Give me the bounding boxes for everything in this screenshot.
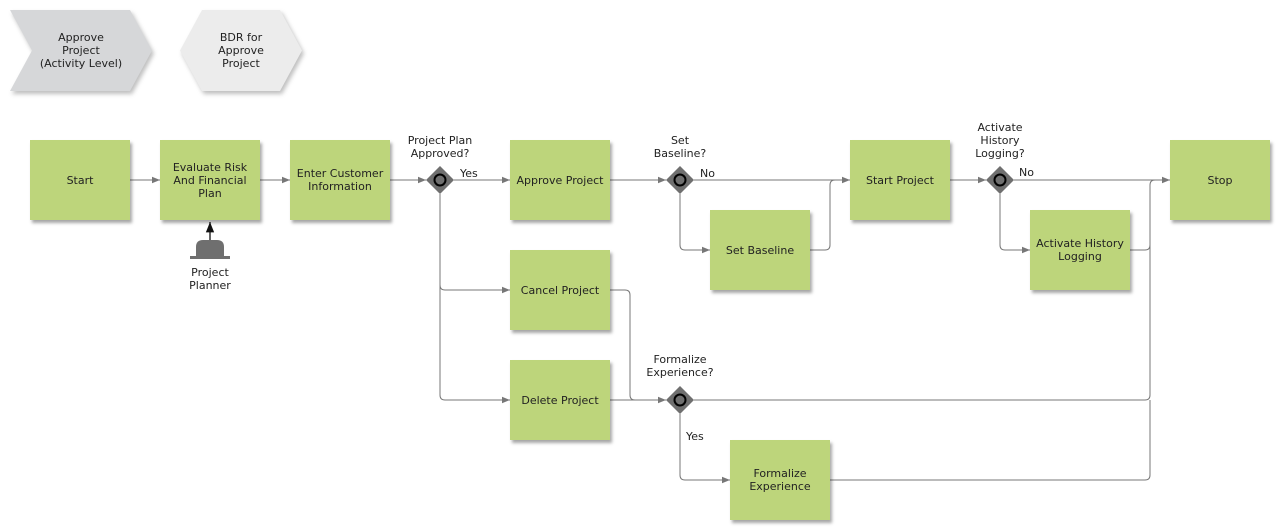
activity-formalize-experience[interactable]: Formalize Experience [730, 440, 830, 520]
activity-stop[interactable]: Stop [1170, 140, 1270, 220]
activity-start-project[interactable]: Start Project [850, 140, 950, 220]
activity-set-baseline[interactable]: Set Baseline [710, 210, 810, 290]
activity-activate-history[interactable]: Activate History Logging [1030, 210, 1130, 290]
activity-enter-customer[interactable]: Enter Customer Information [290, 140, 390, 220]
edge-cancel-gateway4 [610, 289, 666, 404]
activity-cancel-project[interactable]: Cancel Project [510, 250, 610, 330]
edge-gateway2-setbaseline [679, 194, 710, 254]
edge-formalize-stop [830, 400, 1151, 481]
edge-label-no-history: No [1019, 166, 1034, 179]
edge-gateway4-formalize [679, 414, 730, 484]
gateway-formalize[interactable] [666, 386, 694, 414]
edge-activate-stop [1130, 179, 1156, 251]
process-chevron-label: Approve Project (Activity Level) [39, 31, 123, 70]
bdr-chevron[interactable]: BDR for Approve Project [180, 10, 302, 91]
activity-evaluate-risk[interactable]: Evaluate Risk And Financial Plan [160, 140, 260, 220]
gateway-history-logging[interactable] [986, 166, 1014, 194]
decision-label-plan-approved: Project Plan Approved? [407, 134, 473, 160]
bdr-chevron-label: BDR for Approve Project [218, 31, 264, 70]
chevron-shape [10, 10, 152, 91]
chevron-shape [180, 10, 302, 91]
edge-label-yes-formalize: Yes [686, 430, 704, 443]
decision-label-set-baseline: Set Baseline? [653, 134, 707, 160]
gateway-set-baseline[interactable] [666, 166, 694, 194]
role-label-project-planner: Project Planner [189, 266, 231, 292]
activity-start[interactable]: Start [30, 140, 130, 220]
edge-gateway-delete [439, 194, 510, 404]
process-chevron[interactable]: Approve Project (Activity Level) [10, 10, 152, 91]
edge-gateway4-no [694, 185, 1151, 401]
edge-label-no-baseline: No [700, 167, 715, 180]
decision-label-formalize: Formalize Experience? [646, 353, 714, 379]
activity-approve-project[interactable]: Approve Project [510, 140, 610, 220]
edge-gateway3-activate [999, 194, 1030, 254]
decision-label-history: Activate History Logging? [975, 121, 1025, 160]
edge-setbaseline-start [810, 179, 836, 251]
edge-gateway-cancel [439, 194, 510, 294]
role-person-icon [190, 240, 230, 259]
edge-label-yes-approved: Yes [460, 167, 478, 180]
gateway-plan-approved[interactable] [426, 166, 454, 194]
activity-delete-project[interactable]: Delete Project [510, 360, 610, 440]
